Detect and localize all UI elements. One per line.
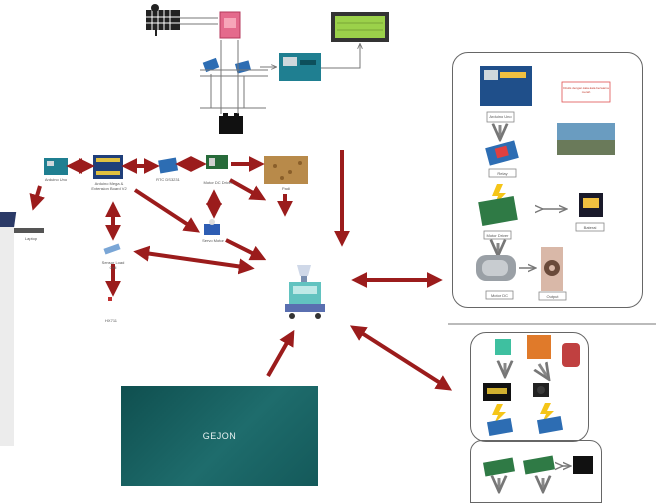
laptop-icon — [0, 212, 44, 233]
label-right-arduino: Arduino Uno — [489, 114, 512, 119]
label-right-relay: Relay — [497, 171, 508, 176]
rtc-module-icon — [158, 157, 179, 174]
servo-icon — [204, 219, 220, 235]
right-lower-panel-bottom — [470, 440, 602, 503]
arduino-uno-small-icon — [44, 158, 68, 175]
right-upper-panel — [452, 52, 643, 308]
panel-red-note: Ditulis dengan kata-kata berwarna merah — [563, 86, 609, 94]
label-laptop: Laptop — [24, 236, 38, 241]
battery-icon — [219, 113, 243, 134]
label-rice: Padi — [281, 186, 290, 191]
arduino-top-icon — [279, 53, 321, 81]
rice-machine-icon — [285, 265, 325, 319]
label-hx711: HX711 — [105, 318, 117, 323]
sensor-modules-top-icon — [202, 57, 252, 74]
left-cluster-arrows — [29, 150, 350, 297]
hx711-icon — [108, 297, 112, 301]
center-arrows — [266, 272, 453, 391]
label-right-battery: Baterai — [583, 225, 597, 230]
rice-grain-icon — [264, 156, 308, 184]
load-sensor-icon — [103, 243, 121, 255]
main-board-icon — [93, 155, 123, 179]
right-lower-panel-content — [483, 335, 593, 490]
gejon-block: GEJON — [121, 386, 318, 486]
label-right-output: Output — [546, 294, 559, 299]
left-edge-strip — [0, 218, 14, 446]
label-right-motor: Motor DC — [490, 293, 509, 298]
gejon-label: GEJON — [202, 431, 237, 441]
label-arduino-small: Arduino Uno — [44, 177, 68, 182]
lcd-display-icon — [331, 12, 389, 42]
label-rtc: RTC DS3231 — [156, 177, 180, 182]
label-servo: Servo Motor — [202, 238, 224, 243]
solar-panel-icon — [146, 4, 180, 36]
label-motor-driver: Motor DC Driver — [203, 180, 233, 185]
label-main-board: Arduino Mega & Extension Board V2 — [91, 181, 127, 191]
motor-driver-icon — [206, 155, 228, 169]
right-lower-panel-top — [470, 332, 589, 442]
charge-controller-icon — [219, 11, 241, 39]
label-right-driver: Motor Driver — [486, 233, 509, 238]
right-upper-panel-content — [476, 66, 615, 301]
label-sensor: Sensor Load Cell — [101, 260, 125, 270]
top-wiring — [180, 17, 360, 114]
